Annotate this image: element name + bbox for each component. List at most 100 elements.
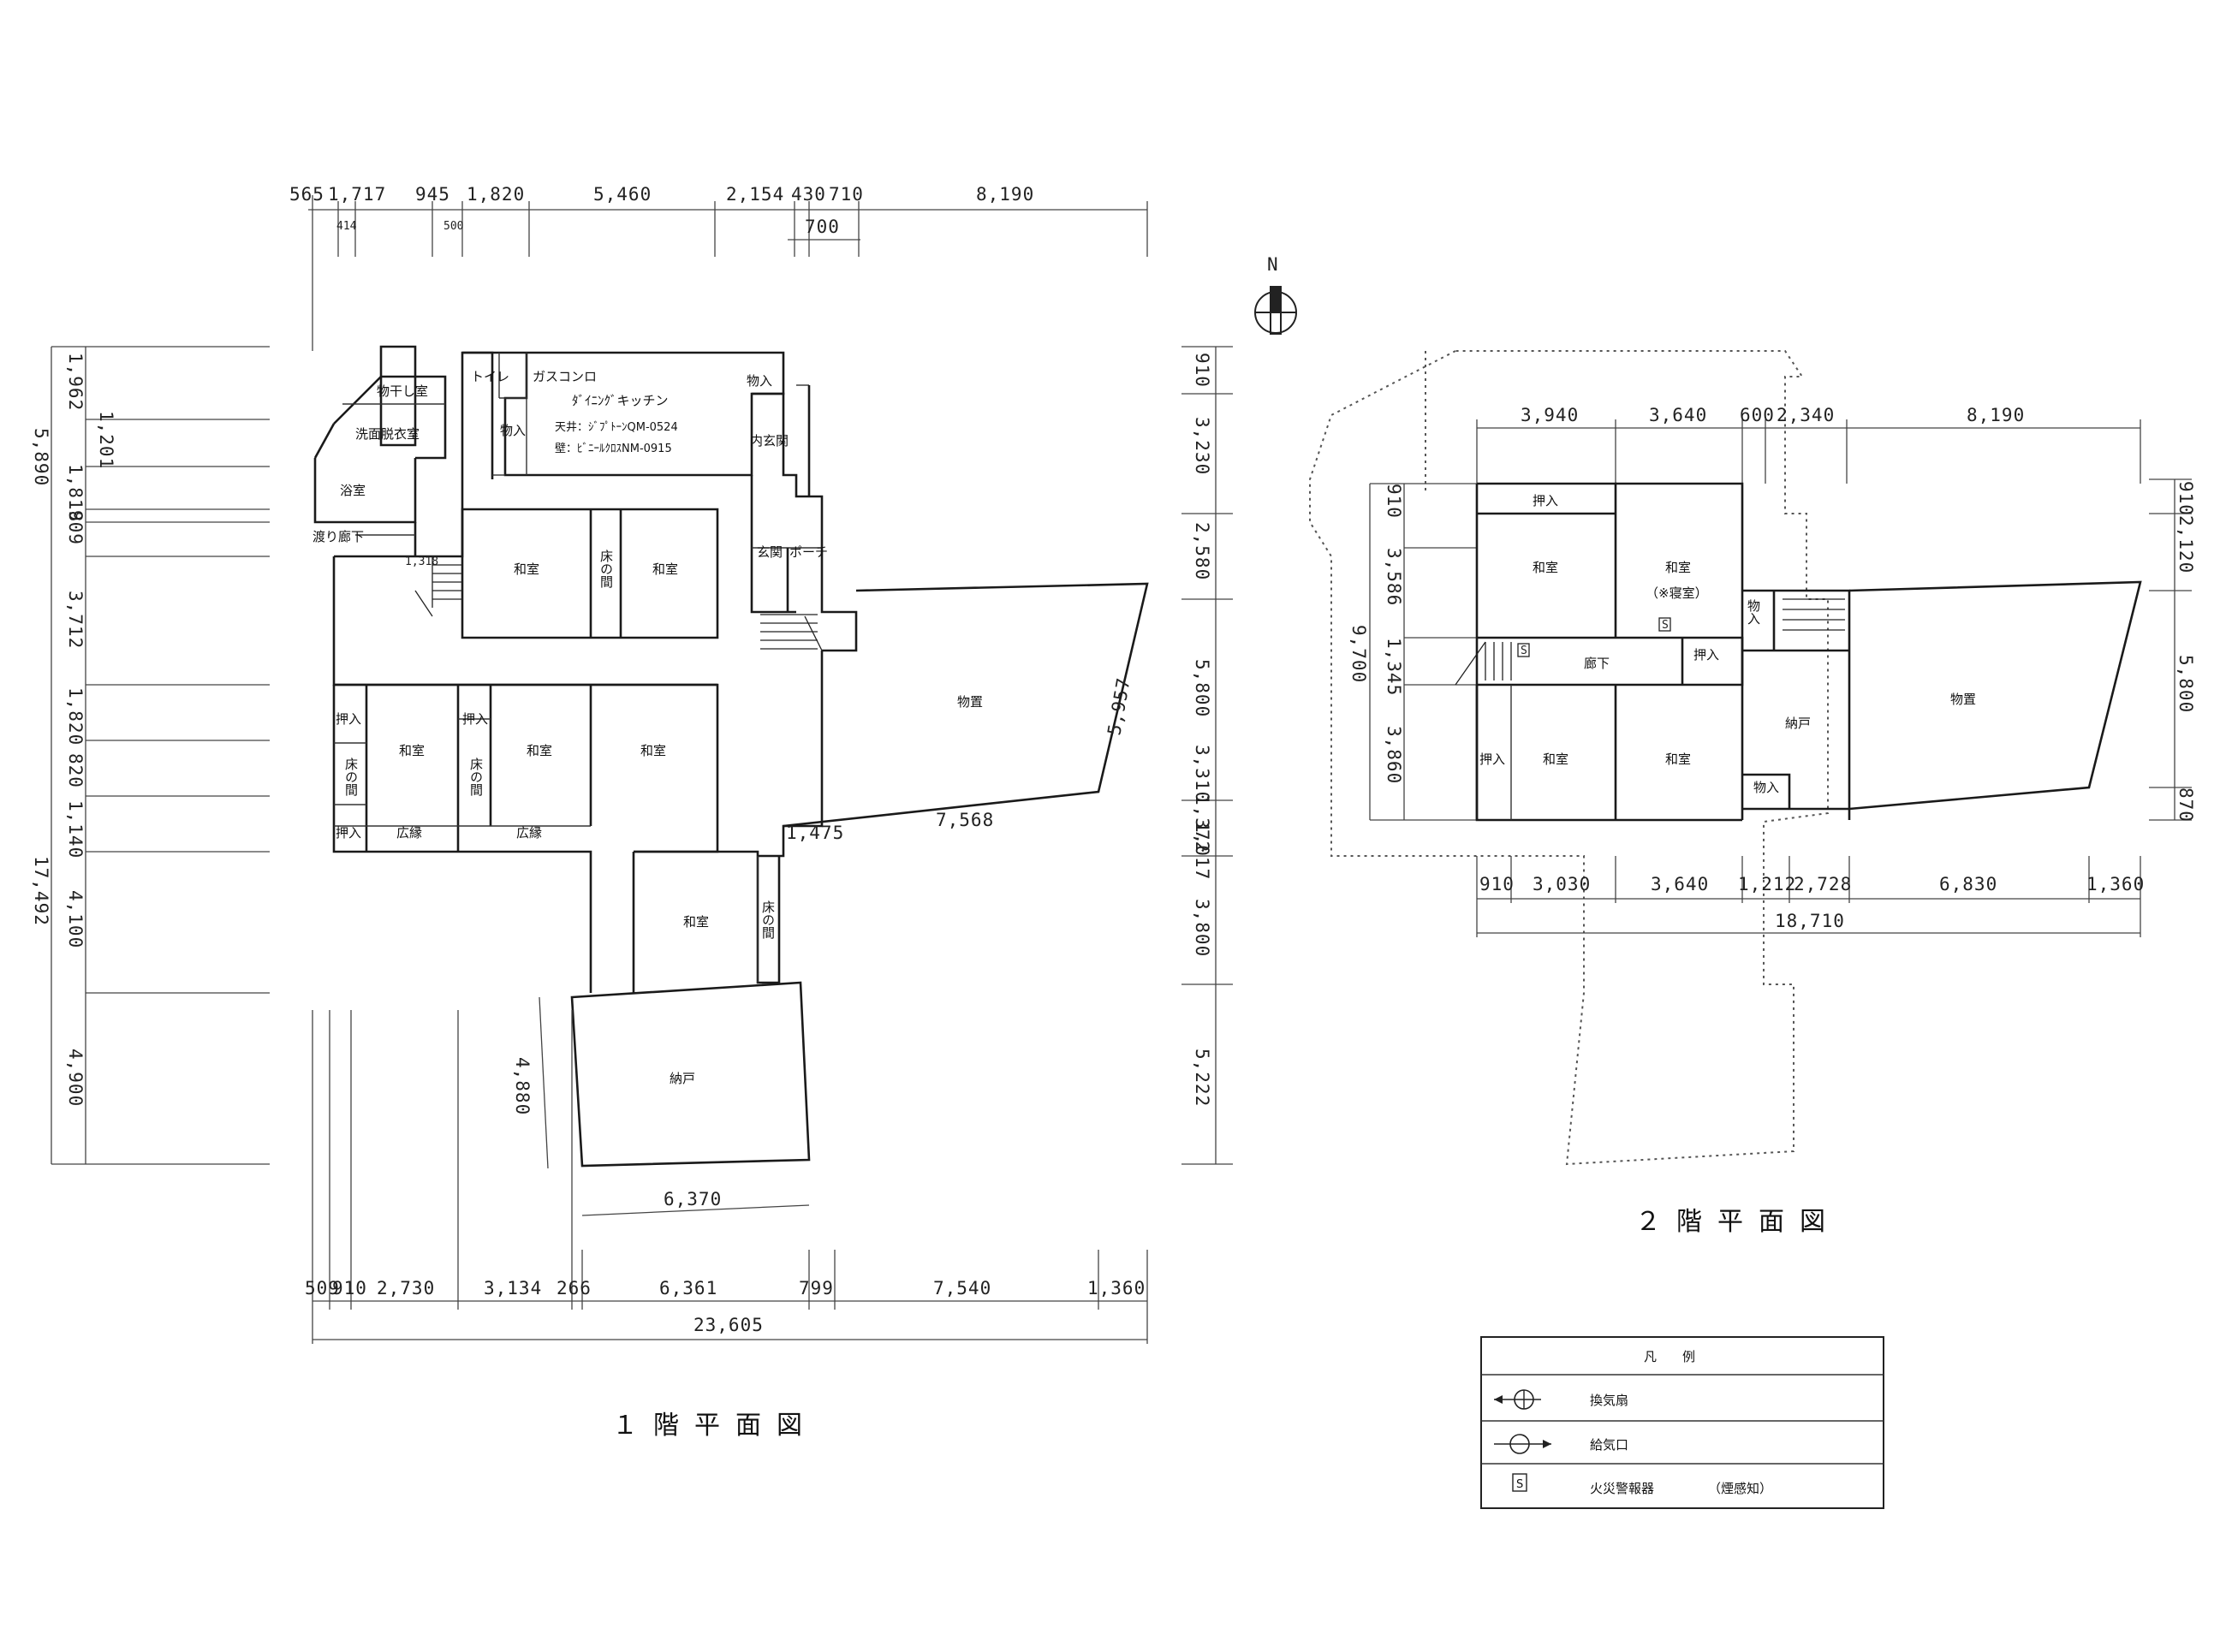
legend-title: 凡 例 — [1644, 1349, 1695, 1364]
dim-top-710: 710 — [829, 184, 864, 205]
room-porch: ポーチ — [789, 544, 828, 560]
room-toilet: トイレ — [471, 369, 509, 384]
dim-left-1962: 1,962 — [65, 353, 86, 411]
room-dining-kitchen: ﾀﾞｲﾆﾝｸﾞキッチン — [572, 393, 669, 408]
room-monohoshi: 物干し室 — [377, 383, 428, 399]
dim2-right-910: 910 — [2175, 481, 2196, 516]
label-watari-roka: 渡り廊下 — [312, 529, 364, 544]
room-tokonoma-a: 床の間 — [598, 550, 614, 589]
svg-text:S: S — [1662, 619, 1669, 632]
room-monooki: 物置 — [957, 694, 983, 710]
room2-washitsu-3: 和室 — [1543, 752, 1568, 767]
room-hiroen-m: 広縁 — [516, 825, 542, 841]
room-tokonoma-l: 床の間 — [343, 758, 359, 797]
dim2-left-3860: 3,860 — [1384, 726, 1404, 784]
dim2-right-5800: 5,800 — [2175, 655, 2196, 713]
dim-bot-910: 910 — [332, 1278, 367, 1298]
room2-shinshitsu: （※寝室） — [1646, 585, 1708, 601]
room2-monooki: 物置 — [1950, 692, 1976, 707]
room-nando: 納戸 — [670, 1071, 695, 1086]
room-tokonoma-s: 床の間 — [760, 900, 776, 940]
dim-right-910: 910 — [1192, 353, 1212, 388]
dim-left-1140: 1,140 — [65, 800, 86, 859]
stair-symbol — [414, 556, 823, 651]
dim-bot-7540: 7,540 — [933, 1278, 991, 1298]
dim2-right-870: 870 — [2175, 787, 2196, 823]
floor1-title: １階平面図 — [612, 1411, 818, 1441]
dim-top-500: 500 — [443, 220, 463, 233]
room2-mono-vertical: 物入 — [1746, 599, 1761, 625]
dim-left-4100: 4,100 — [65, 890, 86, 948]
dim2-bot-1212: 1,212 — [1738, 874, 1796, 894]
room2-corridor: 廊下 — [1584, 656, 1610, 671]
dim2-right-2120: 2,120 — [2175, 515, 2196, 573]
room2-washitsu-1: 和室 — [1533, 560, 1558, 575]
room-washitsu-m: 和室 — [527, 743, 552, 758]
dim-4880: 4,880 — [512, 1057, 533, 1115]
legend-box: 凡 例 換気扇 給気口 S 火災警報器 （煙感知） — [1480, 1336, 1884, 1509]
floor2-title: ２階平面図 — [1635, 1207, 1841, 1237]
dim2-bot-6830: 6,830 — [1939, 874, 1997, 894]
stair-symbol-2f — [1455, 598, 1845, 686]
dim-top-1820: 1,820 — [467, 184, 525, 205]
smoke-detector-icon: S — [1517, 643, 1530, 657]
dim2-bot-2728: 2,728 — [1794, 874, 1852, 894]
dim-bot-799: 799 — [799, 1278, 834, 1298]
room2-oshiire-left: 押入 — [1479, 752, 1505, 767]
dim-top-430: 430 — [791, 184, 826, 205]
room-tokonoma-m: 床の間 — [468, 758, 484, 797]
legend-item-exhaust-fan: 換気扇 — [1590, 1393, 1628, 1408]
room-mono-kitchen: 物入 — [500, 423, 526, 438]
dim2-top-3940: 3,940 — [1521, 405, 1579, 425]
dim-bot-2730: 2,730 — [377, 1278, 435, 1298]
room-oshiire-l2: 押入 — [336, 825, 361, 841]
dim-left-5890: 5,890 — [31, 428, 51, 486]
legend-item-air-inlet: 給気口 — [1590, 1437, 1628, 1453]
svg-text:S: S — [1516, 1478, 1523, 1491]
north-arrow-icon: N — [1254, 254, 1297, 335]
dim2-left-1345: 1,345 — [1384, 638, 1404, 696]
smoke-detector-icon: S — [1512, 1473, 1527, 1492]
room-genkan: 玄関 — [757, 544, 783, 560]
dim-bot-3134: 3,134 — [484, 1278, 542, 1298]
dim-6370: 6,370 — [664, 1189, 722, 1209]
smoke-detector-icon: S — [1658, 617, 1671, 632]
room2-mono: 物入 — [1753, 780, 1779, 795]
room-bath: 浴室 — [340, 483, 366, 498]
dim-5957: 5,957 — [1104, 676, 1134, 737]
room-senmen: 洗面脱衣室 — [355, 426, 420, 442]
dim-right-2580: 2,580 — [1192, 522, 1212, 580]
dim-bot-509: 509 — [305, 1278, 340, 1298]
dim-top-2154: 2,154 — [726, 184, 784, 205]
room2-oshiire-top: 押入 — [1533, 493, 1558, 508]
dim-left-1820: 1,820 — [65, 687, 86, 746]
dim2-bot-910: 910 — [1479, 874, 1515, 894]
compass-label: N — [1267, 254, 1279, 275]
dim-left-820: 820 — [65, 753, 86, 788]
dim-left-17492: 17,492 — [31, 856, 51, 926]
dim2-left-9700: 9,700 — [1348, 625, 1369, 683]
dim2-top-3640: 3,640 — [1649, 405, 1707, 425]
room-washitsu-r: 和室 — [640, 743, 666, 758]
dim-left-909: 909 — [65, 510, 86, 545]
legend-item-smoke-detector: 火災警報器 — [1590, 1481, 1654, 1496]
dim-bot-266: 266 — [556, 1278, 592, 1298]
dim-top-5460: 5,460 — [593, 184, 652, 205]
dim2-top-600: 600 — [1740, 405, 1775, 425]
room-washitsu-a: 和室 — [514, 562, 539, 577]
dim2-bot-3640: 3,640 — [1651, 874, 1709, 894]
dim-1318: 1,318 — [405, 556, 438, 568]
dim-left-4900: 4,900 — [65, 1049, 86, 1107]
dim-7568: 7,568 — [936, 810, 994, 830]
room-uchigenkan: 内玄関 — [750, 433, 789, 449]
room2-washitsu-4: 和室 — [1665, 752, 1691, 767]
room-oshiire-l: 押入 — [336, 711, 361, 727]
dim2-left-3586: 3,586 — [1384, 548, 1404, 606]
dim2-left-910: 910 — [1384, 484, 1404, 519]
dim-top-945: 945 — [415, 184, 450, 205]
air-inlet-icon — [1494, 1434, 1551, 1454]
dim-left-1818: 1,818 — [65, 464, 86, 522]
room2-oshiire-hall: 押入 — [1693, 647, 1719, 663]
room-washitsu-l: 和室 — [399, 743, 425, 758]
floor1-plan: 565 1,717 945 1,820 5,460 2,154 430 710 … — [31, 184, 1233, 1441]
